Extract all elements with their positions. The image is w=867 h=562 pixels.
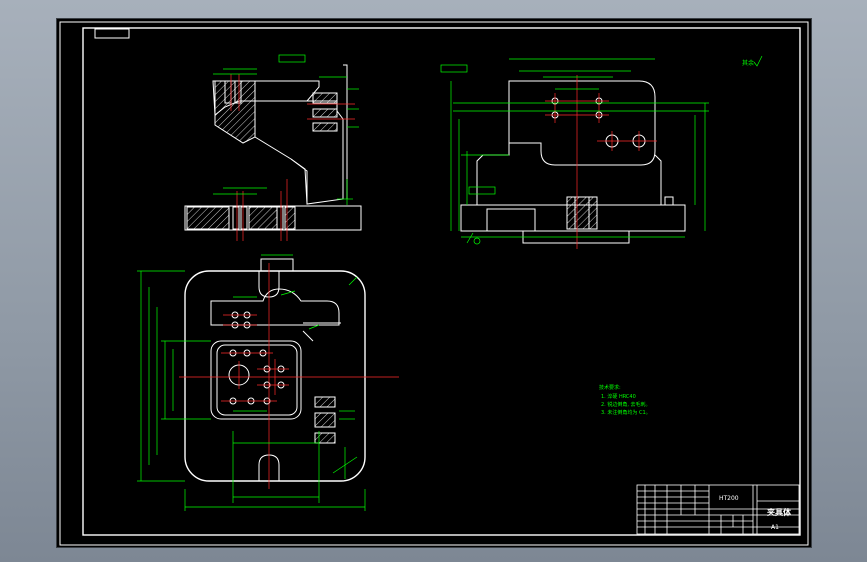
side-view	[440, 58, 709, 249]
outer-frame	[59, 21, 809, 546]
sheet-size-label: A1	[771, 524, 779, 531]
roughness-note: 其余	[742, 59, 754, 67]
front-section-view	[184, 54, 362, 241]
tech-requirement-item-3: 3. 未注倒角均为 C1。	[601, 409, 651, 416]
material-label: HT200	[719, 495, 739, 502]
part-name-label: 夹具体	[767, 507, 792, 517]
roughness-symbol	[753, 55, 763, 67]
corner-label-box	[94, 28, 130, 39]
inner-frame	[82, 27, 801, 536]
plan-view	[137, 254, 399, 511]
tech-requirement-item-2: 2. 锐边倒角, 去毛刺。	[601, 401, 651, 408]
tech-requirements: 技术要求: 1. 淬硬 HRC40 2. 锐边倒角, 去毛刺。 3. 未注倒角均…	[599, 384, 651, 416]
title-block: HT200 夹具体 A1	[636, 484, 800, 535]
cad-drawing-canvas[interactable]: 其余	[56, 18, 812, 548]
tech-requirement-item-1: 1. 淬硬 HRC40	[601, 393, 636, 400]
tech-requirements-title: 技术要求:	[599, 384, 621, 391]
engineering-drawing: 其余	[59, 21, 809, 546]
